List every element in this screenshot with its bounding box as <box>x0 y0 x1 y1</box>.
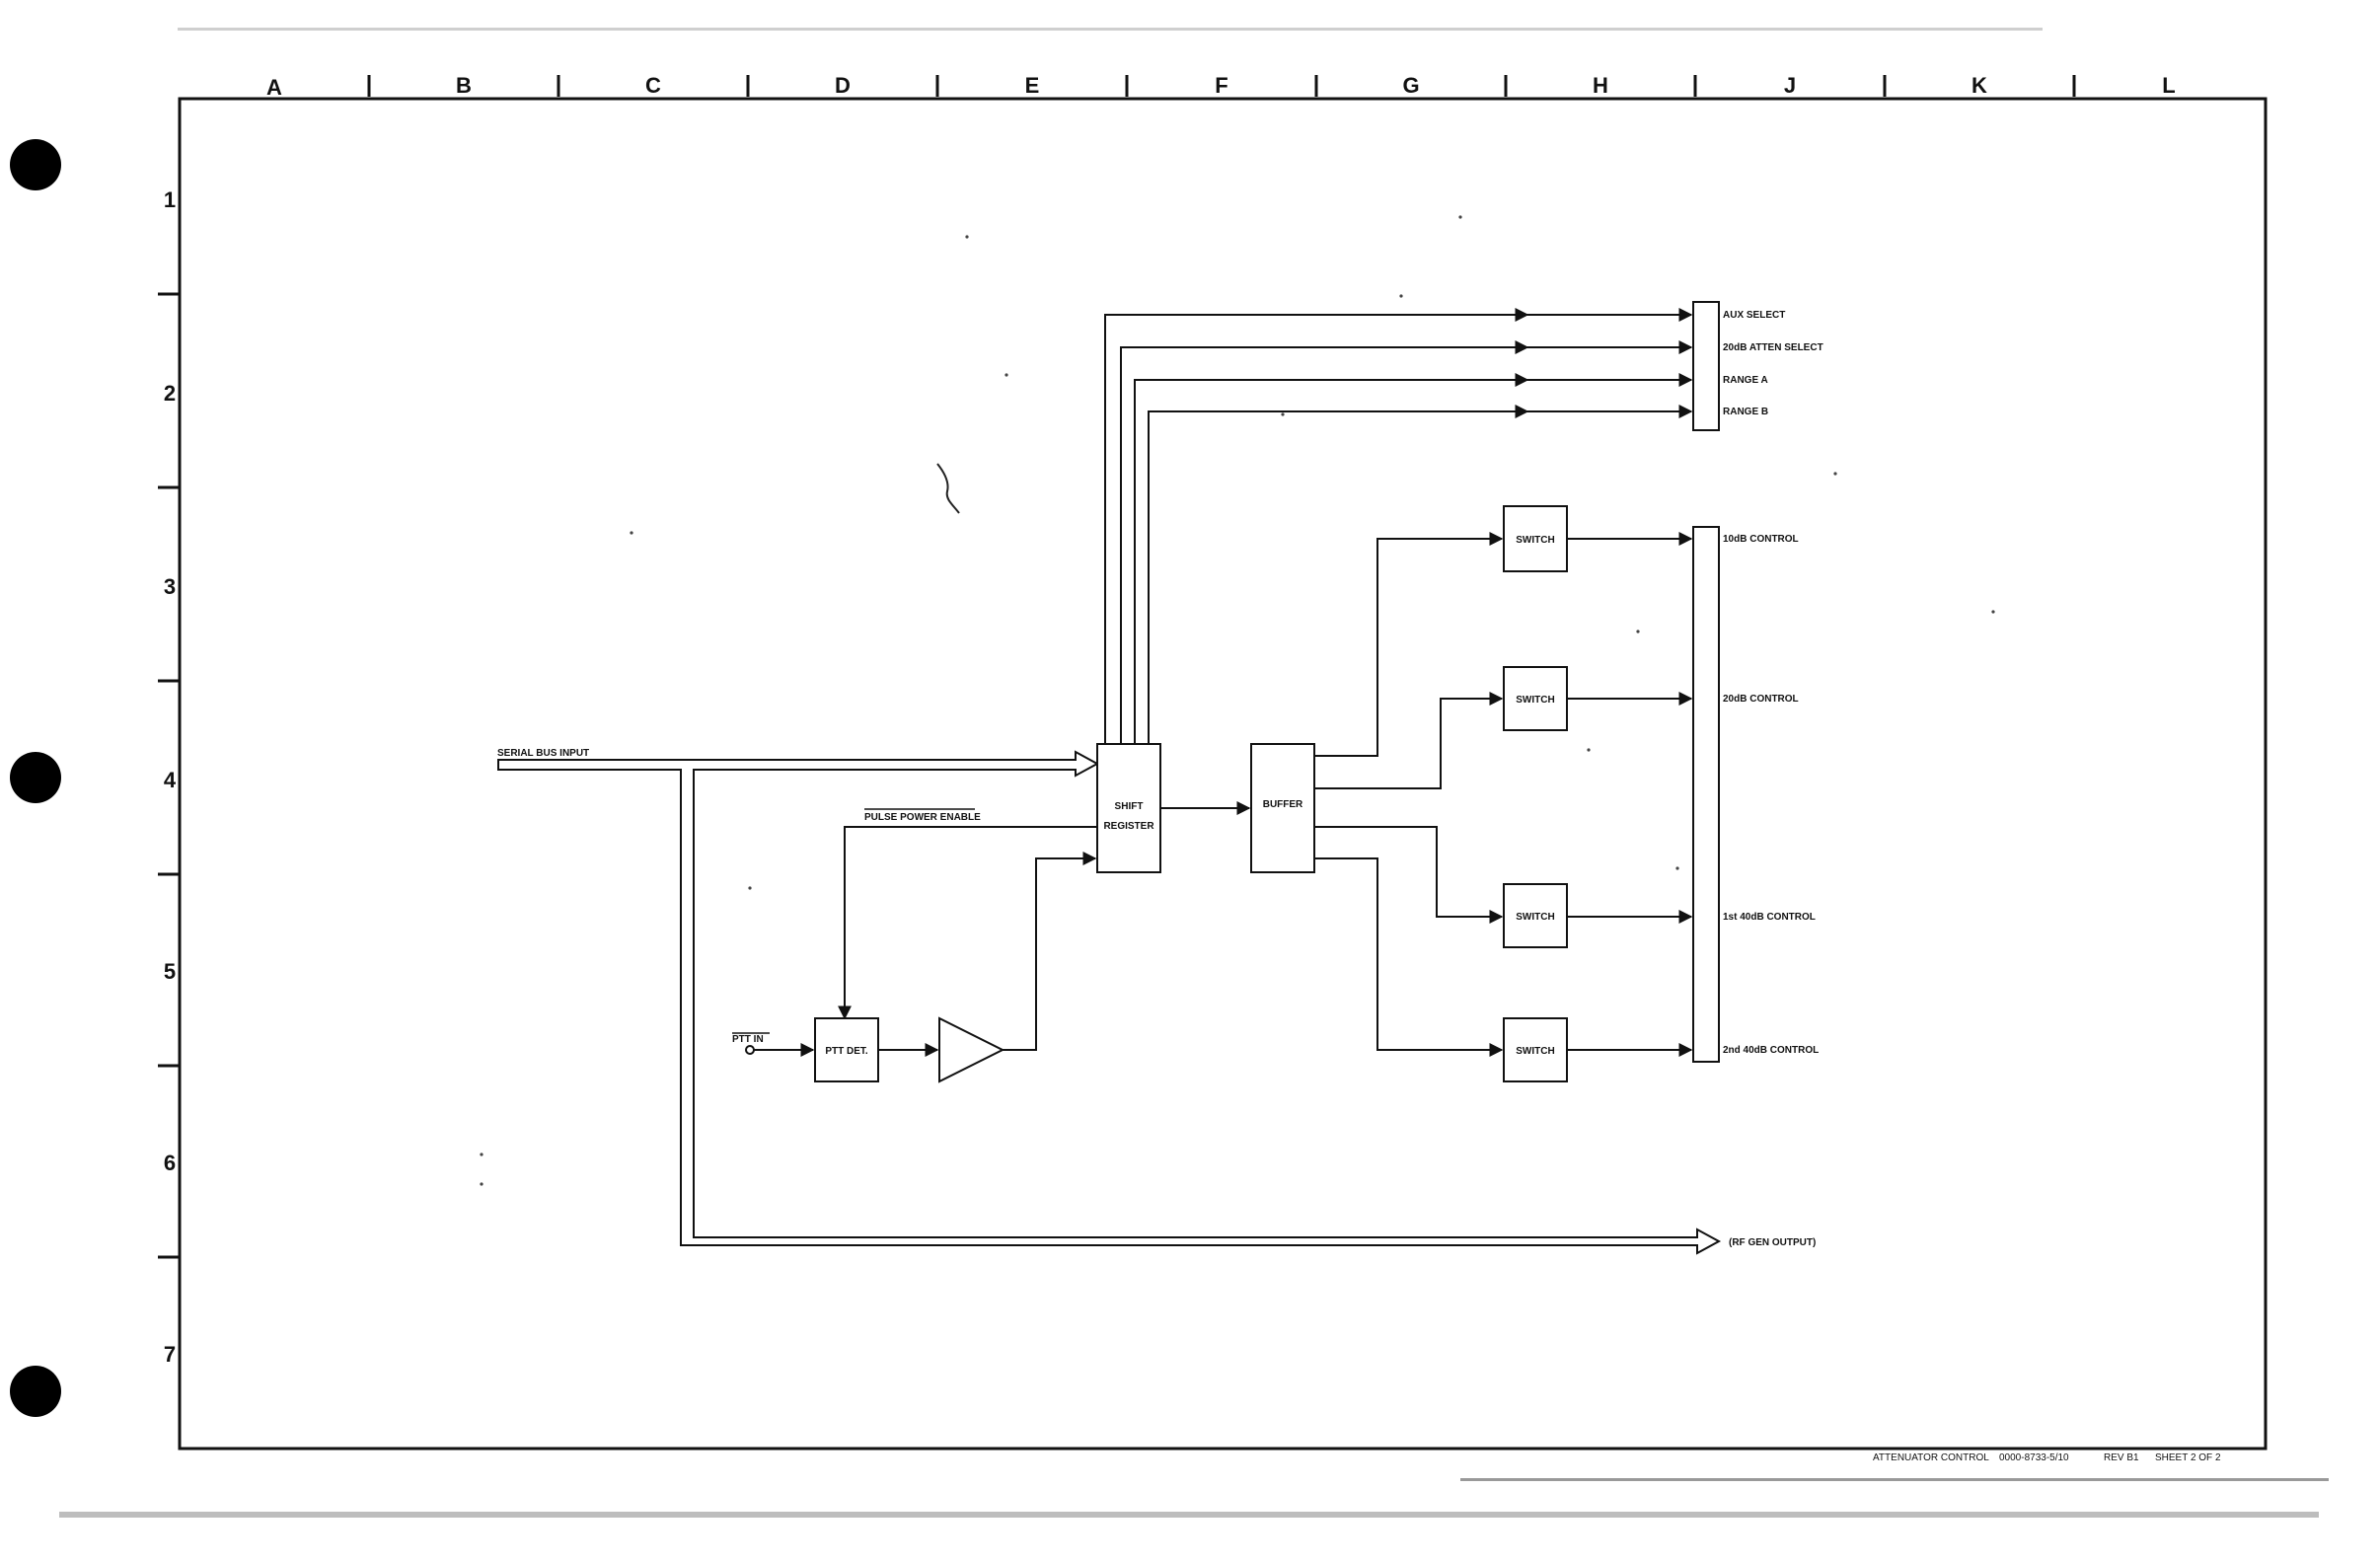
shift-register-label-2: REGISTER <box>1103 821 1154 832</box>
shift-register-block <box>1096 743 1161 873</box>
column-zone-dividers <box>367 75 2076 97</box>
shift-register-top-outputs <box>1104 308 1693 744</box>
stray-pen-mark <box>936 463 960 514</box>
ptt-det-block <box>814 1017 879 1082</box>
ptt-det-label: PTT DET. <box>825 1046 868 1057</box>
switch-label-3: SWITCH <box>1516 912 1554 923</box>
drawing-frame <box>178 97 2268 1451</box>
zone-col-f: F <box>1215 73 1227 98</box>
column-zone-labels: A B C D E F G H J K L <box>266 73 2176 100</box>
row-zone-dividers <box>158 292 180 1259</box>
rf-gen-output-label: (RF GEN OUTPUT) <box>1729 1237 1816 1248</box>
ptt-in-terminal <box>745 1045 755 1055</box>
zone-col-k: K <box>1971 73 1987 98</box>
amp-to-shift-register-line <box>1003 852 1097 1051</box>
buffer-to-switch-lines <box>1314 532 1504 1057</box>
zone-row-1: 1 <box>164 187 176 212</box>
zone-col-g: G <box>1402 73 1419 98</box>
scan-noise-bottom <box>59 1512 2319 1518</box>
serial-bus-input-label: SERIAL BUS INPUT <box>497 748 589 759</box>
zone-row-6: 6 <box>164 1151 176 1175</box>
switch-label-2: SWITCH <box>1516 695 1554 706</box>
output-range-a: RANGE A <box>1723 375 1768 386</box>
zone-col-a: A <box>266 75 282 100</box>
zone-row-3: 3 <box>164 574 176 599</box>
binder-hole-bottom <box>10 1366 61 1417</box>
title-block-drawing-number: 0000-8733-5/10 <box>1999 1452 2069 1463</box>
row-zone-labels: 1 2 3 4 5 6 7 <box>164 187 177 1367</box>
title-block: ATTENUATOR CONTROL 0000-8733-5/10 REV B1… <box>1873 1452 2221 1463</box>
title-block-revision: REV B1 <box>2104 1452 2139 1463</box>
zone-col-c: C <box>645 73 661 98</box>
buffer-label: BUFFER <box>1263 799 1303 810</box>
amplifier-triangle <box>938 1016 1005 1083</box>
buffer-block <box>1250 743 1315 873</box>
shift-register-label-1: SHIFT <box>1115 801 1144 812</box>
output-10db-control: 10dB CONTROL <box>1723 534 1799 545</box>
scan-speckle <box>480 215 1995 1186</box>
zone-col-b: B <box>456 73 472 98</box>
output-1st-40db-control: 1st 40dB CONTROL <box>1723 912 1816 923</box>
zone-row-5: 5 <box>164 959 176 984</box>
switch-to-connector-lines <box>1567 532 1693 1057</box>
switch-label-4: SWITCH <box>1516 1046 1554 1057</box>
binder-hole-middle <box>10 752 61 803</box>
output-2nd-40db-control: 2nd 40dB CONTROL <box>1723 1045 1819 1056</box>
zone-col-l: L <box>2162 73 2175 98</box>
output-20db-atten-select: 20dB ATTEN SELECT <box>1723 342 1823 353</box>
output-connector-control <box>1692 526 1720 1063</box>
switch-label-1: SWITCH <box>1516 535 1554 546</box>
title-block-sheet: SHEET 2 OF 2 <box>2155 1452 2221 1463</box>
output-aux-select: AUX SELECT <box>1723 310 1785 321</box>
zone-row-4: 4 <box>164 768 177 792</box>
switch-block-3 <box>1503 883 1568 948</box>
serial-bus-arrow <box>497 750 1722 1255</box>
title-block-rule <box>1460 1478 2329 1481</box>
ptt-in-label: PTT IN <box>732 1034 764 1045</box>
output-connector-top <box>1692 301 1720 431</box>
scan-noise-top <box>178 28 2043 31</box>
pulse-power-enable-label: PULSE POWER ENABLE <box>864 812 981 823</box>
zone-col-e: E <box>1025 73 1040 98</box>
switch-group: SWITCH SWITCH SWITCH SWITCH <box>1503 505 1568 1082</box>
zone-row-2: 2 <box>164 381 176 406</box>
output-20db-control: 20dB CONTROL <box>1723 694 1799 705</box>
zone-col-h: H <box>1593 73 1608 98</box>
output-range-b: RANGE B <box>1723 407 1768 417</box>
zone-row-7: 7 <box>164 1342 176 1367</box>
binder-hole-top <box>10 139 61 190</box>
title-block-title: ATTENUATOR CONTROL <box>1873 1452 1989 1463</box>
zone-col-d: D <box>835 73 851 98</box>
switch-block-1 <box>1503 505 1568 572</box>
zone-col-j: J <box>1784 73 1796 98</box>
pulse-power-enable-line <box>838 826 1097 1020</box>
switch-block-2 <box>1503 666 1568 731</box>
